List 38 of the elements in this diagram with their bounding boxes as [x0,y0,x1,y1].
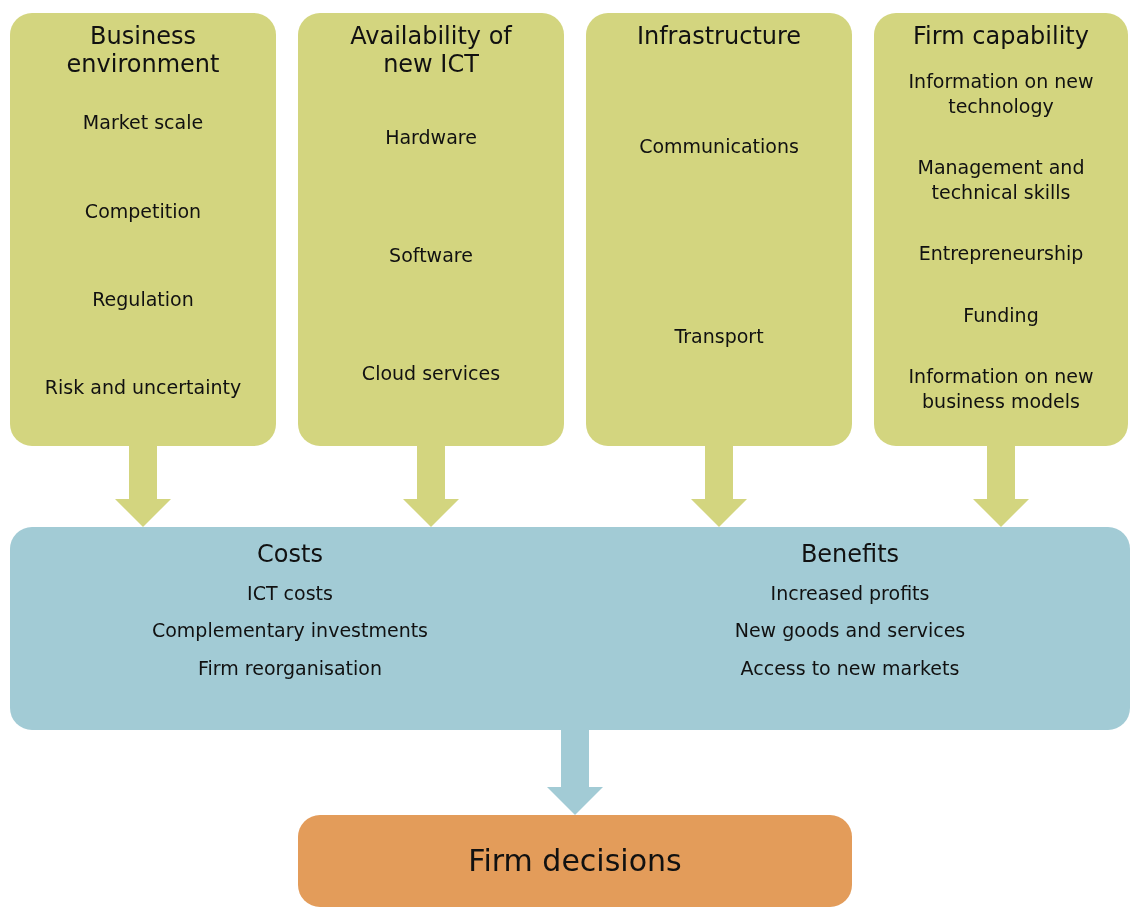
factor-box [298,13,564,446]
cost-benefit-box [10,527,1130,730]
factor-box [586,13,852,446]
box-item-text: Complementary investments [151,618,429,643]
box-item-text: Cloud services [361,360,501,386]
box-heading: Firm capability [913,23,1089,51]
box-heading: Firm decisions [468,843,682,879]
box-item-text: Entrepreneurship [918,241,1084,266]
box-item-text: ICT costs [247,580,333,606]
box-item-text: Hardware [385,124,477,150]
box-heading: Availability of new ICT [349,23,514,79]
box-item-text: Regulation [92,286,194,312]
box-item-text: Information on new business models [907,364,1095,414]
block-arrow [691,446,747,527]
block-arrow [547,730,603,815]
box-heading: Benefits [800,541,900,569]
decision-box [298,815,852,907]
block-arrow [115,446,171,527]
box-item-text: Software [389,242,473,268]
box-item-text: Risk and uncertainty [44,375,242,401]
box-heading: Business environment [65,23,221,79]
box-item-text: Management and technical skills [916,155,1086,205]
box-item-text: New goods and services [734,618,966,643]
box-item-text: Competition [84,198,202,224]
box-heading: Costs [257,541,323,569]
block-arrow [973,446,1029,527]
box-item-text: Market scale [82,110,204,135]
box-item-text: Access to new markets [740,655,960,681]
factor-box [874,13,1128,446]
box-item-text: Information on new technology [907,69,1095,119]
box-item-text: Increased profits [770,580,930,606]
factor-box [10,13,276,446]
box-item-text: Transport [674,324,764,349]
box-item-text: Funding [963,302,1039,328]
box-heading: Infrastructure [636,23,802,51]
block-arrow [403,446,459,527]
box-item-text: Firm reorganisation [198,655,382,681]
box-item-text: Communications [639,133,799,159]
